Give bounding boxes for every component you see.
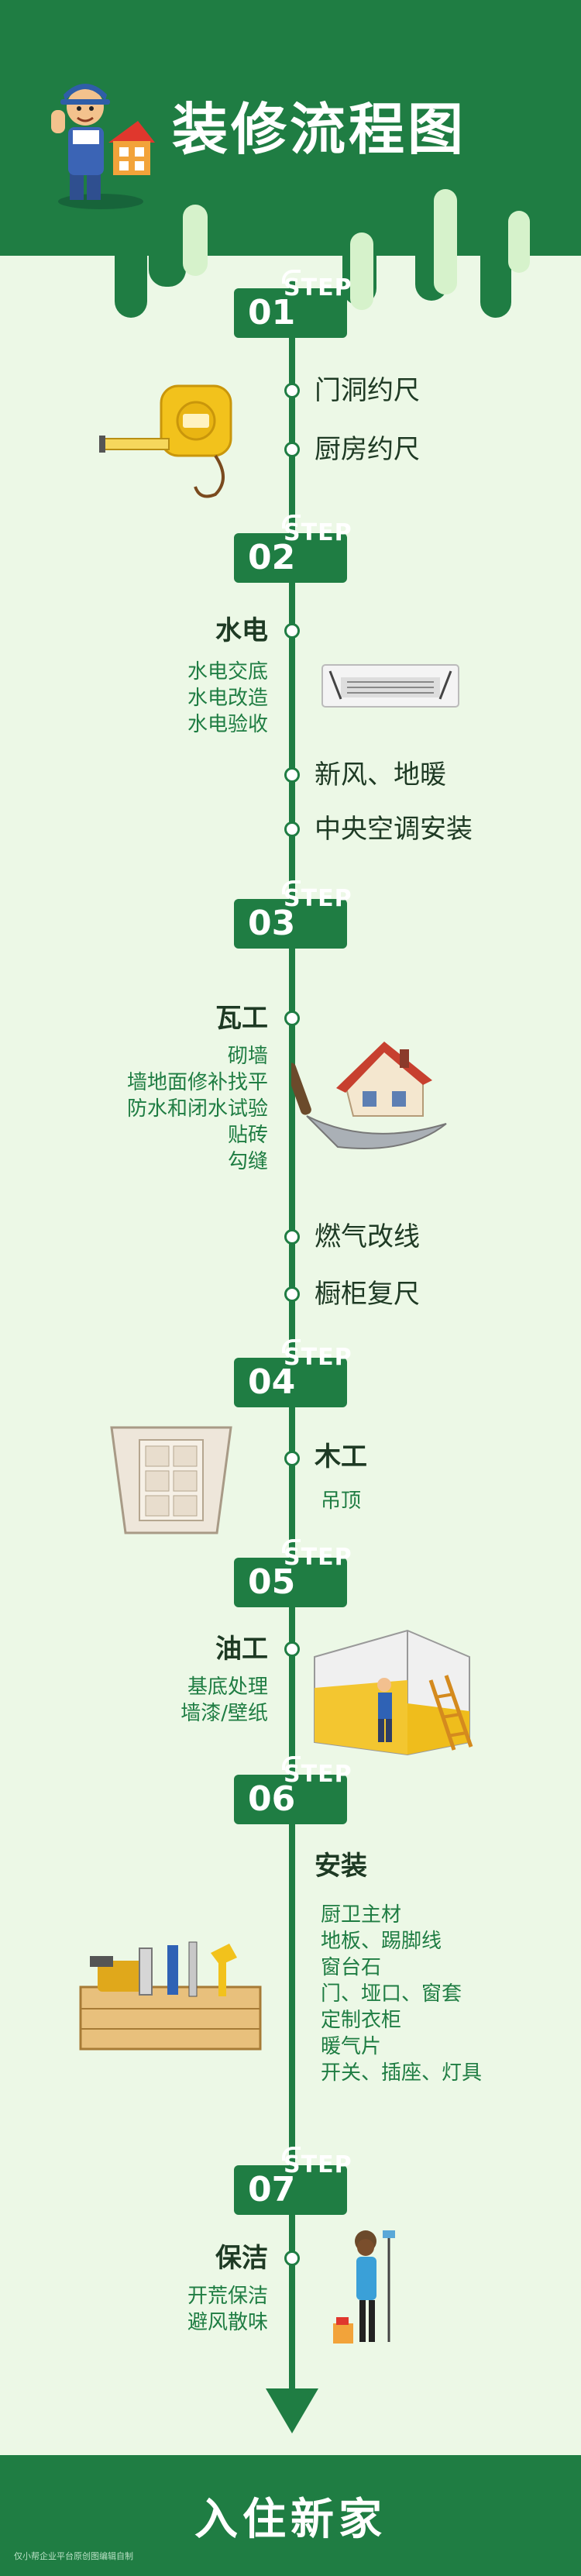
step-badge-03: 03 STEP — [234, 887, 352, 949]
cleaner-icon — [333, 2230, 395, 2344]
timeline-node — [284, 767, 300, 783]
step-badge-06: 06 STEP — [234, 1762, 352, 1824]
step-title-carpentry: 木工 — [315, 1441, 367, 1472]
timeline-arrow-icon — [266, 2388, 318, 2433]
paint-drip — [480, 232, 511, 318]
step-badge-07: 07 STEP — [234, 2153, 352, 2215]
trowel-house-icon — [291, 1042, 447, 1149]
item-door-measure: 门洞约尺 — [315, 375, 420, 406]
step-title-plumbing: 水电 — [215, 615, 268, 646]
timeline-node — [284, 2251, 300, 2266]
page-title: 装修流程图 — [172, 97, 467, 162]
painter-room-icon — [314, 1629, 473, 1756]
timeline-node — [284, 1451, 300, 1466]
ceiling-panel-icon — [110, 1426, 232, 1534]
step-badge-01: 01 STEP — [234, 276, 352, 338]
timeline-node — [284, 442, 300, 457]
step-title-tiling: 瓦工 — [215, 1003, 268, 1034]
paint-drip-light — [183, 205, 208, 276]
timeline-node — [284, 383, 300, 398]
copyright-note: 仅小帮企业平台原创图编辑自制 — [14, 2551, 133, 2561]
paint-drip — [115, 232, 147, 318]
step-label: STEP — [284, 1761, 352, 1788]
step-badge-02: 02 STEP — [234, 521, 352, 583]
footer-banner: 入住新家 仅小帮企业平台原创图编辑自制 — [0, 2455, 581, 2576]
footer-title: 入住新家 — [194, 2495, 387, 2545]
item-gas-reroute: 燃气改线 — [315, 1221, 420, 1252]
step-label: STEP — [284, 885, 352, 912]
step-sub-list: 厨卫主材 地板、踢脚线 窗台石 门、垭口、窗套 定制衣柜 暖气片 开关、插座、灯… — [321, 1903, 483, 2085]
step-title-cleaning: 保洁 — [215, 2243, 268, 2274]
step-sub-list: 吊顶 — [321, 1489, 362, 1513]
step-label: STEP — [284, 2151, 352, 2178]
step-badge-05: 05 STEP — [234, 1545, 352, 1607]
timeline-node — [284, 1011, 300, 1026]
item-kitchen-measure: 厨房约尺 — [315, 434, 420, 465]
paint-drip-light — [350, 232, 373, 310]
tape-measure-icon — [99, 384, 232, 498]
item-central-ac: 中央空调安装 — [315, 814, 473, 845]
timeline-node — [284, 623, 300, 639]
step-title-painting: 油工 — [215, 1634, 268, 1665]
step-label: STEP — [284, 1544, 352, 1571]
air-conditioner-icon — [321, 664, 459, 708]
step-sub-list: 基底处理 墙漆/壁纸 — [180, 1675, 268, 1725]
step-badge-04: 04 STEP — [234, 1345, 352, 1407]
item-fresh-air-floor-heating: 新风、地暖 — [315, 759, 446, 790]
worker-mascot-icon — [51, 84, 155, 209]
timeline-node — [284, 1229, 300, 1245]
timeline-node — [284, 821, 300, 837]
toolbox-icon — [79, 1941, 262, 2051]
step-label: STEP — [284, 519, 352, 546]
item-cabinet-remeasure: 橱柜复尺 — [315, 1279, 420, 1310]
step-sub-list: 水电交底 水电改造 水电验收 — [187, 660, 268, 736]
step-label: STEP — [284, 1344, 352, 1371]
step-sub-list: 砌墙 墙地面修补找平 防水和闭水试验 贴砖 勾缝 — [126, 1045, 268, 1173]
timeline-node — [284, 1641, 300, 1657]
paint-drip-light — [508, 211, 530, 273]
step-sub-list: 开荒保洁 避风散味 — [187, 2285, 268, 2334]
timeline-node — [284, 1286, 300, 1302]
step-title-installation: 安装 — [315, 1851, 367, 1882]
step-label: STEP — [284, 274, 352, 301]
paint-drip-light — [434, 189, 457, 294]
paint-drip — [149, 232, 186, 287]
